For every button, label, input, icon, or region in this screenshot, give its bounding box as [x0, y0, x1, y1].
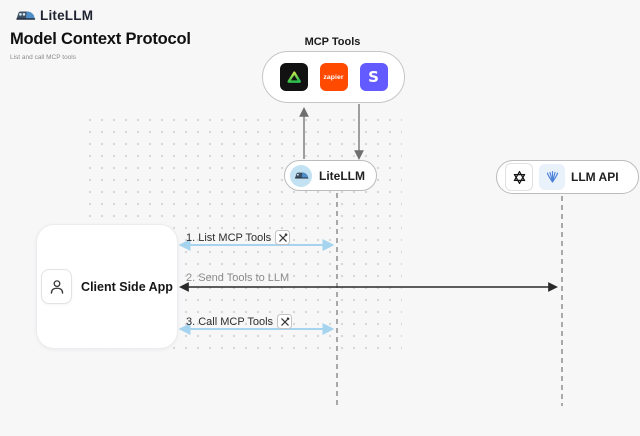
- zapier-tool-icon: zapier: [319, 63, 348, 91]
- mcp-tools-label: MCP Tools: [304, 36, 361, 48]
- triangle-tool-icon: [279, 63, 308, 91]
- brand-logo-icon: [15, 8, 36, 23]
- llm-api-node: LLM API: [496, 160, 639, 194]
- litellm-node-label: LiteLLM: [319, 168, 365, 183]
- stripe-tool-icon: S: [359, 63, 388, 91]
- page-title: Model Context Protocol: [10, 30, 191, 48]
- step-2-label: 2. Send Tools to LLM: [186, 272, 289, 284]
- zapier-label: zapier: [323, 73, 344, 81]
- tools-icon: [275, 230, 291, 245]
- user-icon: [41, 269, 73, 304]
- openai-icon: [505, 163, 533, 191]
- page-subtitle: List and call MCP tools: [10, 54, 76, 61]
- step-2-text: 2. Send Tools to LLM: [186, 272, 290, 284]
- client-node-label: Client Side App: [81, 279, 173, 294]
- step-3-label: 3. Call MCP Tools: [186, 314, 293, 329]
- litellm-node: LiteLLM: [284, 160, 377, 191]
- brand-name: LiteLLM: [40, 8, 94, 23]
- llm-api-node-label: LLM API: [571, 170, 619, 184]
- client-node: Client Side App: [36, 224, 178, 349]
- step-1-text: 1. List MCP Tools: [186, 231, 272, 244]
- step-1-label: 1. List MCP Tools: [186, 230, 291, 245]
- llm-provider-icon: [539, 164, 565, 190]
- stripe-label: S: [368, 68, 379, 86]
- tools-icon: [277, 314, 293, 329]
- litellm-logo-icon: [290, 164, 312, 187]
- mcp-tools-box: zapier S: [262, 51, 405, 103]
- step-3-text: 3. Call MCP Tools: [186, 315, 274, 328]
